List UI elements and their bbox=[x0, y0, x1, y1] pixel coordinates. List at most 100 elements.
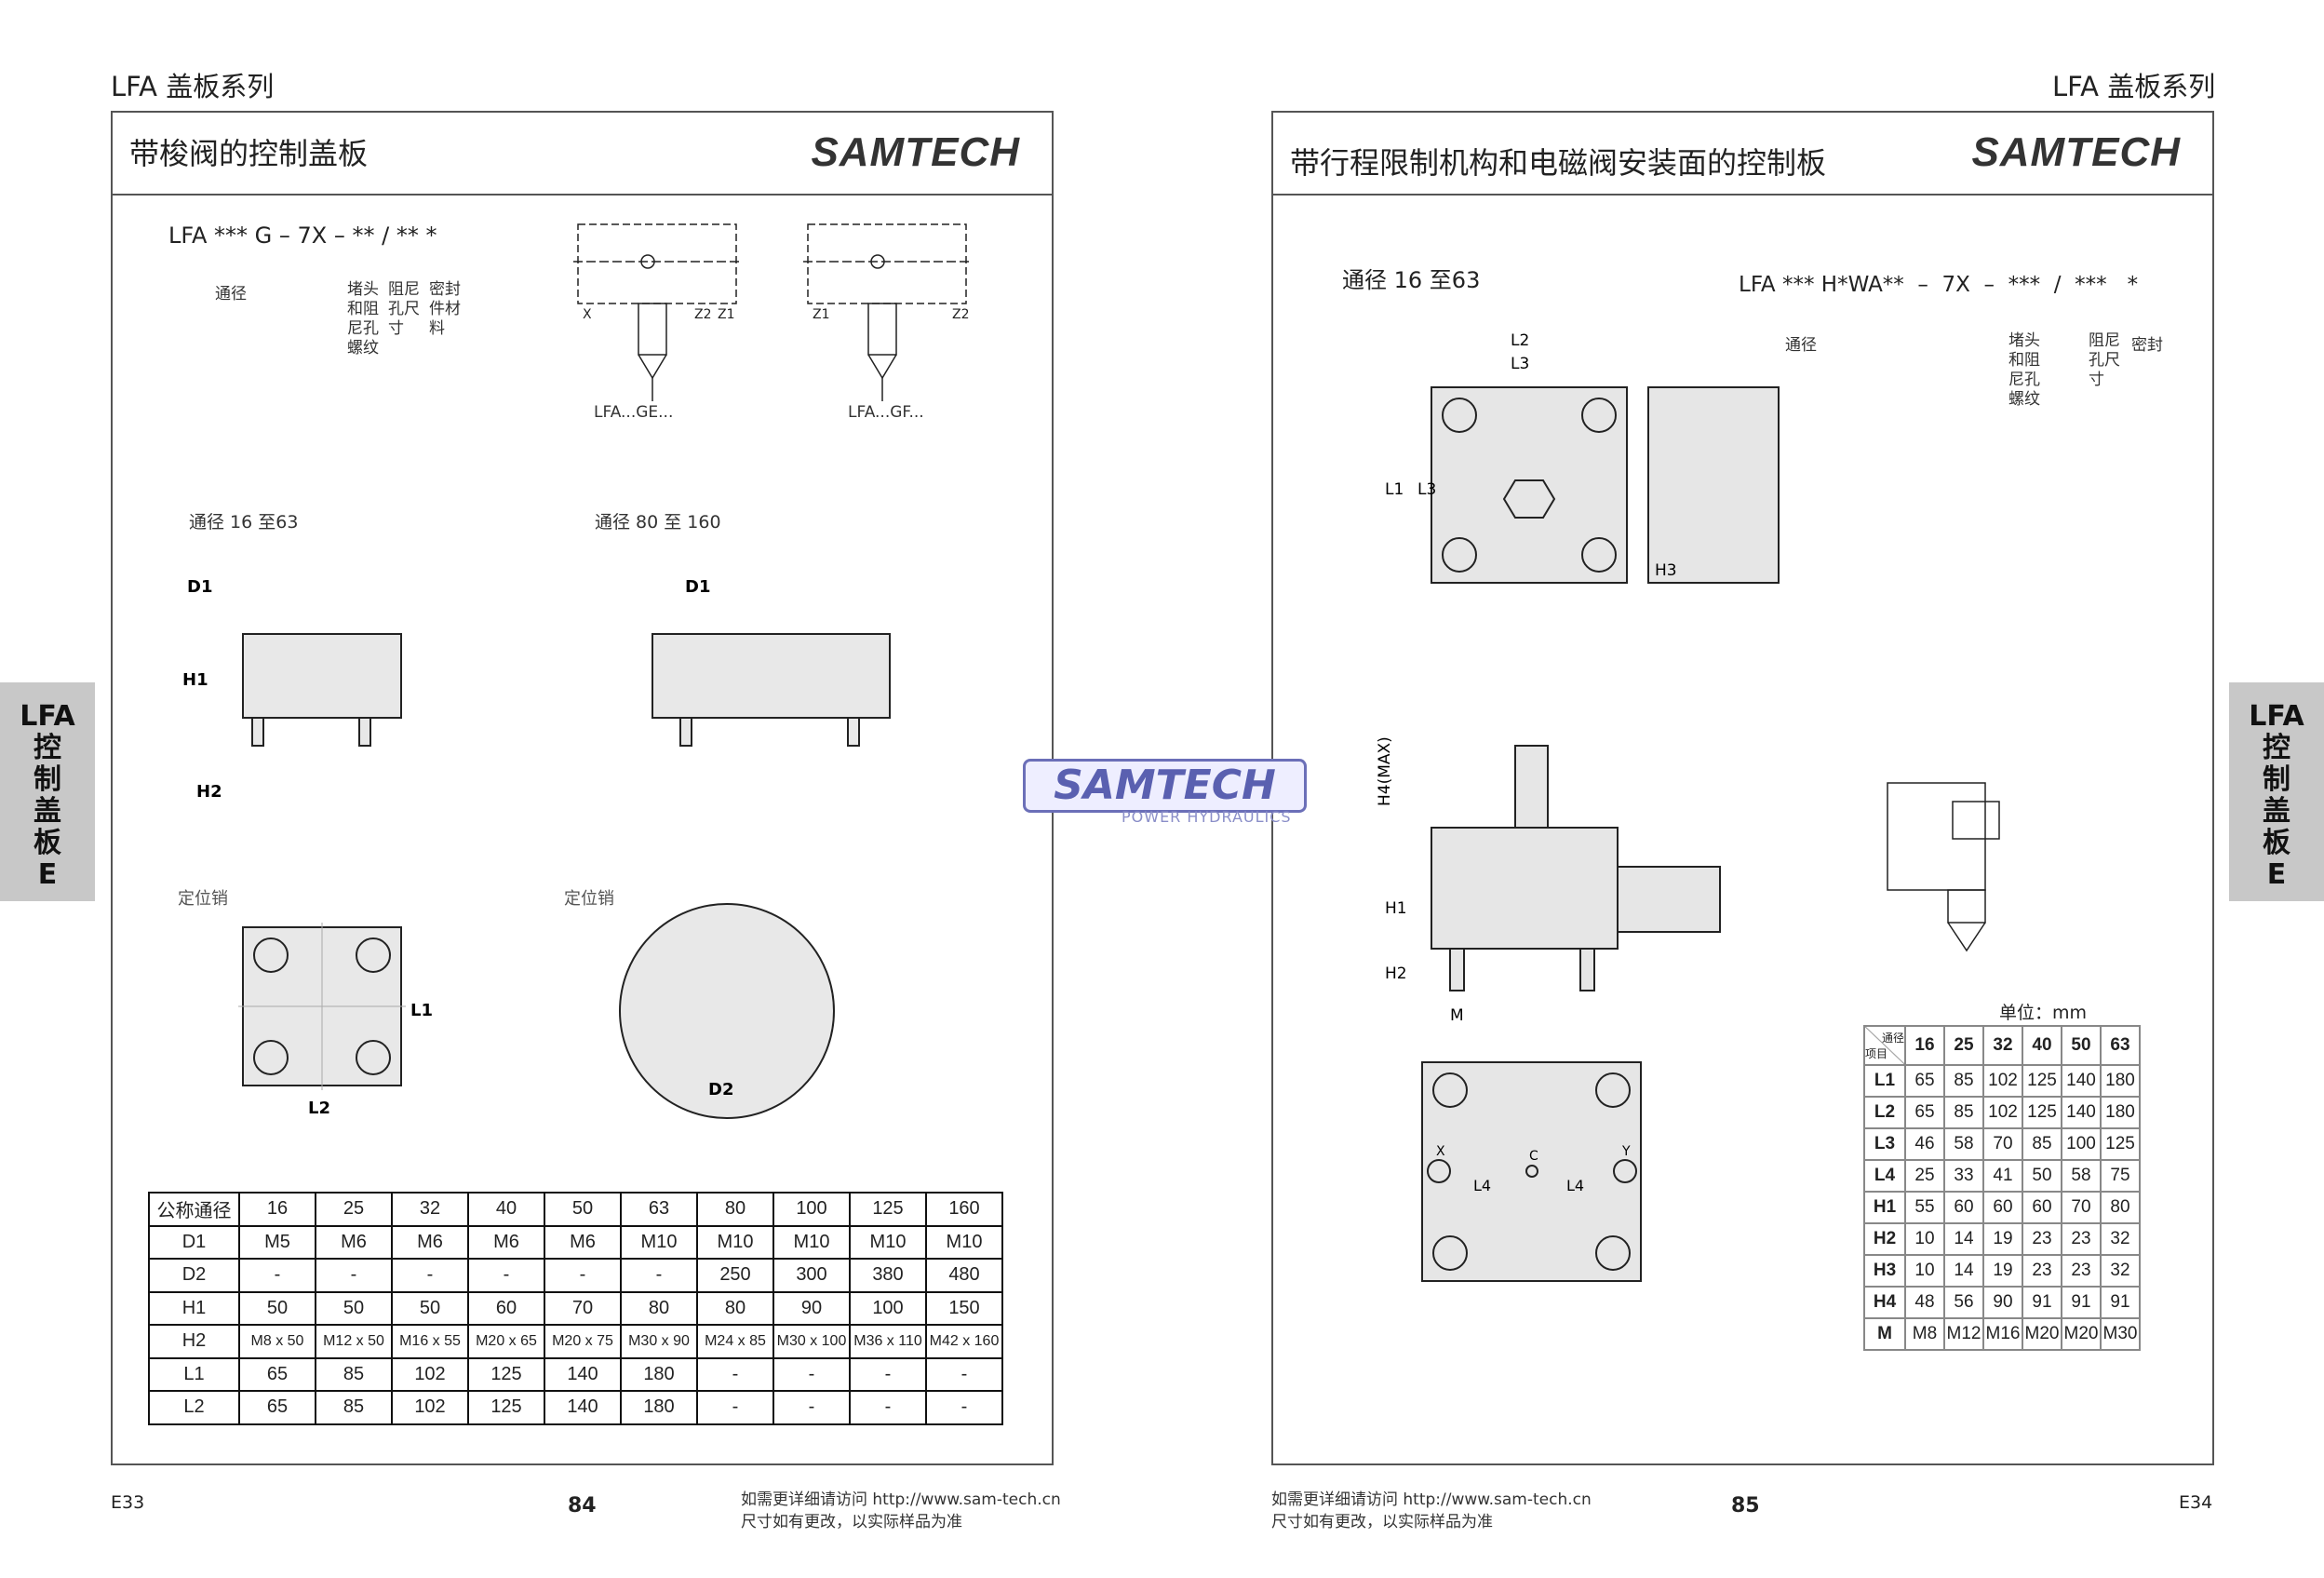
row-label: L1 bbox=[1863, 1064, 1906, 1098]
right-header: 带行程限制机构和电磁阀安装面的控制板 SAMTECH bbox=[1273, 113, 2212, 196]
table-cell: 23 bbox=[2061, 1222, 2102, 1256]
code-label-bore: 通径 bbox=[1785, 336, 1817, 355]
model-code: LFA *** H*WA** – 7X – *** / *** * bbox=[1739, 273, 2139, 297]
view-label-80-160: 通径 80 至 160 bbox=[595, 512, 721, 533]
table-cell: 70 bbox=[2061, 1191, 2102, 1224]
table-cell: - bbox=[772, 1356, 851, 1392]
svg-text:L1: L1 bbox=[1385, 480, 1404, 499]
svg-text:L4: L4 bbox=[1566, 1177, 1584, 1194]
table-cell: 125 bbox=[467, 1390, 545, 1425]
watermark-tagline: POWER HYDRAULICS bbox=[1122, 808, 1292, 826]
row-label: L1 bbox=[148, 1356, 240, 1392]
code-label-orifice: 阻尼孔尺寸 bbox=[2089, 331, 2120, 389]
table-cell: 250 bbox=[696, 1258, 774, 1293]
page-code-right: E34 bbox=[2179, 1492, 2213, 1513]
svg-text:H4(MAX): H4(MAX) bbox=[1376, 736, 1394, 806]
table-cell: 125 bbox=[2022, 1096, 2062, 1129]
right-page-frame: 带行程限制机构和电磁阀安装面的控制板 SAMTECH 通径 16 至63 LFA… bbox=[1271, 111, 2214, 1465]
row-label: L3 bbox=[1863, 1127, 1906, 1161]
code-label-seal: 密封 bbox=[2131, 336, 2163, 355]
table-cell: 480 bbox=[925, 1258, 1003, 1293]
hydraulic-symbols: X Z2 Z1 Z1 Z2 bbox=[573, 223, 971, 401]
model-code: LFA *** G – 7X – ** / ** * bbox=[168, 223, 437, 249]
row-label: L2 bbox=[148, 1390, 240, 1425]
table-cell: M6 bbox=[544, 1224, 622, 1260]
table-cell: M42 x 160 bbox=[925, 1324, 1003, 1359]
table-cell: 75 bbox=[2100, 1159, 2141, 1193]
table-cell: 60 bbox=[467, 1290, 545, 1326]
table-cell: 180 bbox=[2100, 1064, 2141, 1098]
table-cell: 125 bbox=[467, 1356, 545, 1392]
table-cell: 10 bbox=[1904, 1222, 1945, 1256]
svg-text:D2: D2 bbox=[708, 1080, 733, 1099]
svg-text:Z2: Z2 bbox=[952, 307, 970, 322]
table-cell: 65 bbox=[238, 1390, 316, 1425]
svg-text:定位销: 定位销 bbox=[178, 889, 228, 909]
table-cell: 91 bbox=[2061, 1286, 2102, 1319]
table-cell: 91 bbox=[2022, 1286, 2062, 1319]
table-cell: 140 bbox=[544, 1390, 622, 1425]
dimension-drawings: D1 H1 H2 D1 定位销 定位销 D2 L1 L2 bbox=[178, 577, 891, 1119]
table-cell: M10 bbox=[925, 1224, 1003, 1260]
table-cell: M30 x 100 bbox=[772, 1324, 851, 1359]
table-cell: 23 bbox=[2061, 1254, 2102, 1288]
table-cell: 80 bbox=[2100, 1191, 2141, 1224]
table-cell: 300 bbox=[772, 1258, 851, 1293]
table-cell: M36 x 110 bbox=[849, 1324, 927, 1359]
table-cell: M16 bbox=[1982, 1317, 2023, 1351]
page-number-left: 84 bbox=[568, 1494, 597, 1517]
table-cell: 58 bbox=[2061, 1159, 2102, 1193]
table-cell: 60 bbox=[1943, 1191, 1984, 1224]
svg-text:H2: H2 bbox=[196, 782, 222, 802]
svg-text:L1: L1 bbox=[410, 1001, 433, 1020]
table-cell: 65 bbox=[1904, 1064, 1945, 1098]
page-code-left: E33 bbox=[111, 1492, 145, 1513]
svg-text:H1: H1 bbox=[1385, 899, 1407, 918]
corner-cell: 通径项目 bbox=[1863, 1025, 1906, 1066]
table-cell: 85 bbox=[1943, 1064, 1984, 1098]
table-cell: M16 x 55 bbox=[391, 1324, 469, 1359]
row-label: H4 bbox=[1863, 1286, 1906, 1319]
svg-text:M: M bbox=[1450, 1006, 1464, 1025]
table-cell: 50 bbox=[2022, 1159, 2062, 1193]
code-label-plug: 堵头和阻尼孔螺纹 bbox=[2008, 331, 2040, 409]
svg-text:Z1: Z1 bbox=[813, 307, 830, 322]
table-cell: 19 bbox=[1982, 1222, 2023, 1256]
left-page-title: 带梭阀的控制盖板 bbox=[129, 136, 369, 171]
table-cell: 50 bbox=[391, 1290, 469, 1326]
table-cell: 23 bbox=[2022, 1254, 2062, 1288]
page-number-right: 85 bbox=[1731, 1494, 1760, 1517]
svg-text:L3: L3 bbox=[1417, 480, 1436, 499]
code-label-bore: 通径 bbox=[215, 285, 247, 303]
table-cell: 46 bbox=[1904, 1127, 1945, 1161]
table-cell: 91 bbox=[2100, 1286, 2141, 1319]
series-title-right: LFA 盖板系列 bbox=[2052, 71, 2216, 102]
table-cell: - bbox=[696, 1390, 774, 1425]
table-cell: 33 bbox=[1943, 1159, 1984, 1193]
samtech-logo: SAMTECH bbox=[1971, 129, 2181, 175]
table-cell: - bbox=[925, 1356, 1003, 1392]
unit-label: 单位：mm bbox=[1999, 1003, 2088, 1023]
table-cell: 41 bbox=[1982, 1159, 2023, 1193]
table-cell: - bbox=[925, 1390, 1003, 1425]
row-label: D1 bbox=[148, 1224, 240, 1260]
port-x: X bbox=[583, 307, 592, 322]
table-cell: 19 bbox=[1982, 1254, 2023, 1288]
svg-text:H3: H3 bbox=[1655, 561, 1677, 580]
table-cell: - bbox=[467, 1258, 545, 1293]
table-cell: M5 bbox=[238, 1224, 316, 1260]
table-cell: - bbox=[620, 1258, 698, 1293]
footer-url-right: 如需更详细请访问 http://www.sam-tech.cn bbox=[1271, 1490, 1592, 1509]
svg-text:Z2: Z2 bbox=[694, 307, 712, 322]
